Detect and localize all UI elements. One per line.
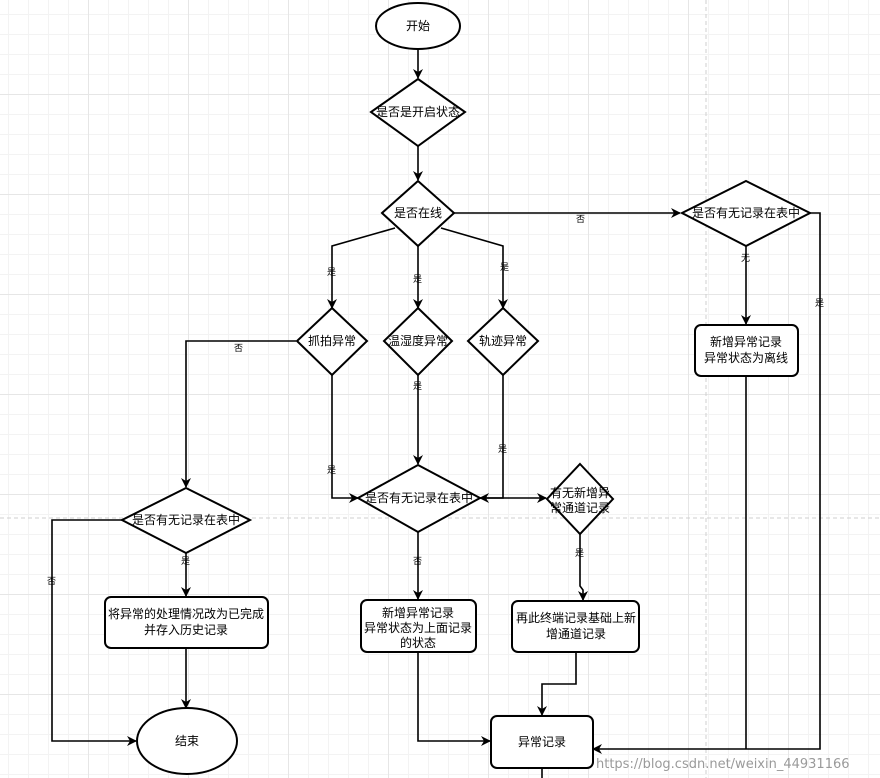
- label-branch-track-yes: 是: [500, 262, 509, 273]
- edges: [51, 49, 821, 778]
- label-branch-temp-yes: 是: [413, 274, 422, 285]
- node-start-label: 开始: [406, 19, 430, 33]
- node-abnormal-record-label: 异常记录: [518, 735, 566, 749]
- node-mark-complete[interactable]: 将异常的处理情况改为已完成 并存入历史记录: [104, 596, 269, 649]
- node-temp-abnormal[interactable]: 温湿度异常: [382, 306, 454, 377]
- node-new-channel-check-line-1: 有无新增异: [550, 485, 610, 500]
- node-new-offline-record-line-2: 异常状态为离线: [704, 350, 788, 365]
- node-new-offline-record[interactable]: 新增异常记录 异常状态为离线: [694, 324, 799, 377]
- node-new-channel-check-line-2: 常通道记录: [550, 501, 610, 515]
- node-top-record-check-label: 是否有无记录在表中: [692, 205, 800, 220]
- node-is-online[interactable]: 是否在线: [380, 179, 456, 248]
- node-end-label: 结束: [175, 734, 199, 748]
- edge-track-yes-to-mid-check: [479, 375, 504, 503]
- edge-left-no-to-end: [51, 519, 137, 746]
- node-end[interactable]: 结束: [136, 707, 238, 775]
- node-track-abnormal[interactable]: 轨迹异常: [466, 306, 540, 377]
- label-temp-yes: 是: [413, 381, 422, 392]
- node-is-enabled[interactable]: 是否是开启状态: [369, 77, 467, 148]
- node-new-offline-record-line-1: 新增异常记录: [710, 334, 782, 349]
- node-temp-abnormal-label: 温湿度异常: [388, 333, 448, 348]
- edge-online-to-track: [440, 227, 508, 309]
- node-is-online-label: 是否在线: [394, 206, 442, 220]
- watermark: https://blog.csdn.net/weixin_44931166: [596, 757, 850, 772]
- node-track-abnormal-label: 轨迹异常: [479, 334, 527, 348]
- edge-channel-yes-to-add-channel: [578, 534, 588, 601]
- label-left-no: 否: [47, 576, 56, 587]
- edge-capture-no-to-left-check: [181, 340, 296, 488]
- label-branch-capture-yes: 是: [327, 267, 336, 278]
- node-mark-complete-line-1: 将异常的处理情况改为已完成: [108, 606, 264, 621]
- label-capture-no: 否: [234, 343, 243, 354]
- label-top-yes: 是: [815, 298, 824, 309]
- node-capture-abnormal[interactable]: 抓拍异常: [295, 306, 369, 377]
- edge-new-record-to-abnormal-record: [417, 652, 491, 746]
- label-top-none: 无: [741, 253, 750, 264]
- node-left-record-check[interactable]: 是否有无记录在表中: [119, 486, 253, 555]
- edge-add-channel-to-abnormal-record: [537, 652, 577, 716]
- node-is-enabled-label: 是否是开启状态: [376, 105, 460, 119]
- node-mark-complete-line-2: 并存入历史记录: [144, 623, 228, 637]
- node-new-record-same-line-1: 新增异常记录: [382, 605, 454, 620]
- node-top-record-check[interactable]: 是否有无记录在表中: [679, 179, 813, 248]
- edge-labels: 否 无 是 是 是 是 否 是 是 是 是 否 否 是: [47, 214, 824, 587]
- edge-capture-yes-to-mid-check: [331, 375, 359, 503]
- node-new-record-same-line-2: 异常状态为上面记录: [364, 621, 472, 635]
- label-track-yes: 是: [498, 444, 507, 455]
- node-abnormal-record[interactable]: 异常记录: [490, 715, 594, 769]
- node-add-channel-record-line-1: 再此终端记录基础上新: [516, 610, 636, 625]
- node-add-channel-record-line-2: 增通道记录: [546, 627, 606, 641]
- node-left-record-check-label: 是否有无记录在表中: [132, 512, 240, 527]
- label-capture-yes: 是: [327, 465, 336, 476]
- label-channel-yes: 是: [575, 548, 584, 559]
- node-mid-record-check[interactable]: 是否有无记录在表中: [355, 463, 483, 534]
- edge-top-yes-to-abnormal-record: [592, 212, 821, 754]
- node-capture-abnormal-label: 抓拍异常: [308, 333, 356, 348]
- node-new-record-same[interactable]: 新增异常记录 异常状态为上面记录 的状态: [360, 599, 477, 653]
- node-mid-record-check-label: 是否有无记录在表中: [365, 490, 473, 505]
- node-add-channel-record[interactable]: 再此终端记录基础上新 增通道记录: [511, 600, 640, 653]
- node-new-record-same-line-3: 的状态: [400, 635, 436, 650]
- label-online-no: 否: [576, 214, 585, 225]
- label-left-yes: 是: [181, 556, 190, 567]
- node-start[interactable]: 开始: [375, 2, 461, 50]
- edge-online-to-capture: [327, 227, 396, 309]
- label-mid-no: 否: [413, 556, 422, 567]
- node-new-channel-check[interactable]: 有无新增异 常通道记录: [545, 462, 615, 536]
